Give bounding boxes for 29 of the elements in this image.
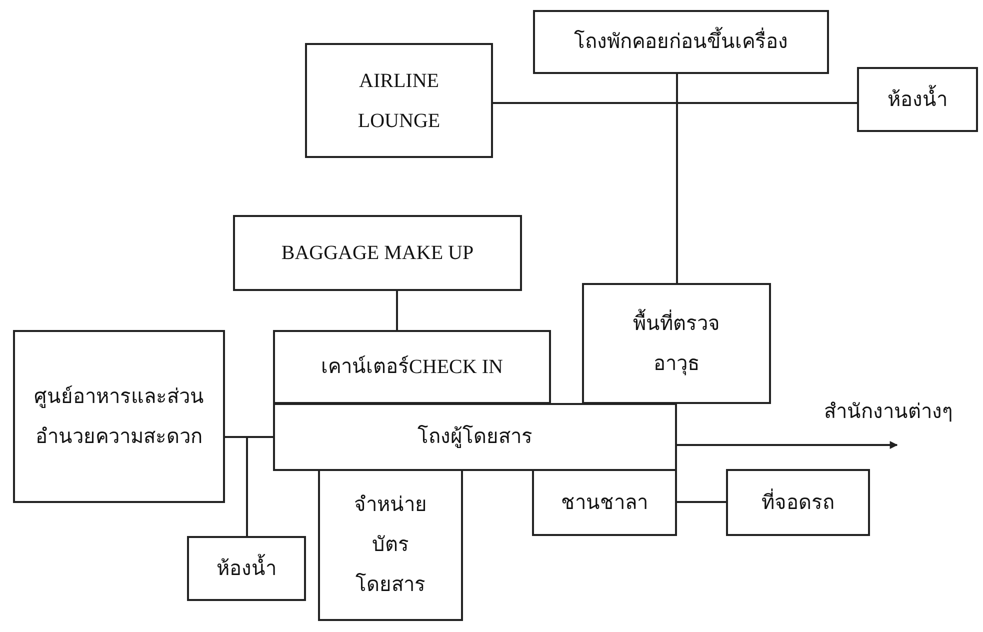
room-label: เคาน์เตอร์CHECK IN xyxy=(321,354,503,380)
room-label: AIRLINE LOUNGE xyxy=(356,68,442,134)
room-box xyxy=(726,469,870,536)
room-label: ห้องน้ำ xyxy=(888,80,948,120)
room-box xyxy=(13,330,225,503)
room-label: โถงพักคอยก่อนขึ้นเครื่อง xyxy=(574,22,788,62)
room-box xyxy=(273,403,677,471)
room-label: BAGGAGE MAKE UP xyxy=(281,241,474,266)
room-box xyxy=(305,43,493,158)
connector-line xyxy=(677,501,726,503)
arrow xyxy=(677,441,898,449)
connector-line xyxy=(676,74,678,283)
room-label: ห้องน้ำ xyxy=(216,548,276,588)
room-label: พื้นที่ตรวจอาวุธ xyxy=(612,304,742,384)
room-box xyxy=(273,330,551,404)
room-box xyxy=(582,283,771,404)
connector-line xyxy=(396,291,398,330)
room-label: ศูนย์อาหารและส่วนอำนวยความสะดวก xyxy=(34,384,204,450)
room-label: ชานชาลา xyxy=(561,490,648,516)
room-box xyxy=(532,469,677,536)
room-label: โถงผู้โดยสาร xyxy=(418,424,532,450)
room-label: ที่จอดรถ xyxy=(762,482,834,522)
room-box xyxy=(187,536,306,601)
room-box xyxy=(857,67,978,132)
room-label: จำหน่ายบัตรโดยสาร xyxy=(353,493,428,598)
room-box xyxy=(318,469,463,621)
room-box xyxy=(533,10,829,74)
room-box xyxy=(233,215,522,291)
connector-line xyxy=(246,436,273,536)
